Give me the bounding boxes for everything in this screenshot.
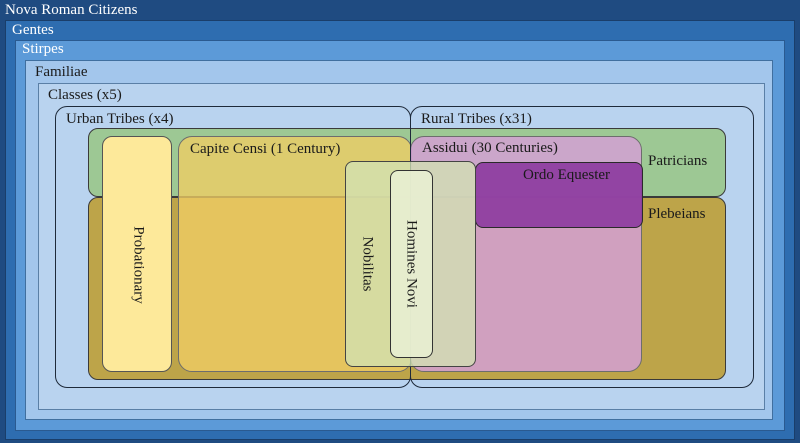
probationary-region (102, 136, 172, 372)
patricians-label: Patricians (648, 153, 708, 169)
homines-novi-region (390, 170, 433, 358)
capite-censi-label: Capite Censi (1 Century) (190, 141, 341, 157)
assidui-label: Assidui (30 Centuries) (422, 140, 558, 156)
citizens-label: Nova Roman Citizens (5, 2, 138, 18)
familiae-label: Familiae (35, 64, 88, 80)
stirpes-label: Stirpes (22, 41, 64, 57)
homines-novi-label: Homines Novi (403, 220, 420, 308)
plebeians-label: Plebeians (648, 206, 706, 222)
nobilitas-label: Nobilitas (359, 236, 376, 292)
gentes-label: Gentes (12, 22, 54, 38)
ordo-equester-region (475, 162, 643, 228)
ordo-equester-label: Ordo Equester (523, 167, 611, 183)
rural-tribes-label: Rural Tribes (x31) (421, 111, 532, 127)
urban-tribes-label: Urban Tribes (x4) (66, 111, 174, 127)
probationary-label: Probationary (130, 226, 147, 304)
classes-label: Classes (x5) (48, 87, 122, 103)
